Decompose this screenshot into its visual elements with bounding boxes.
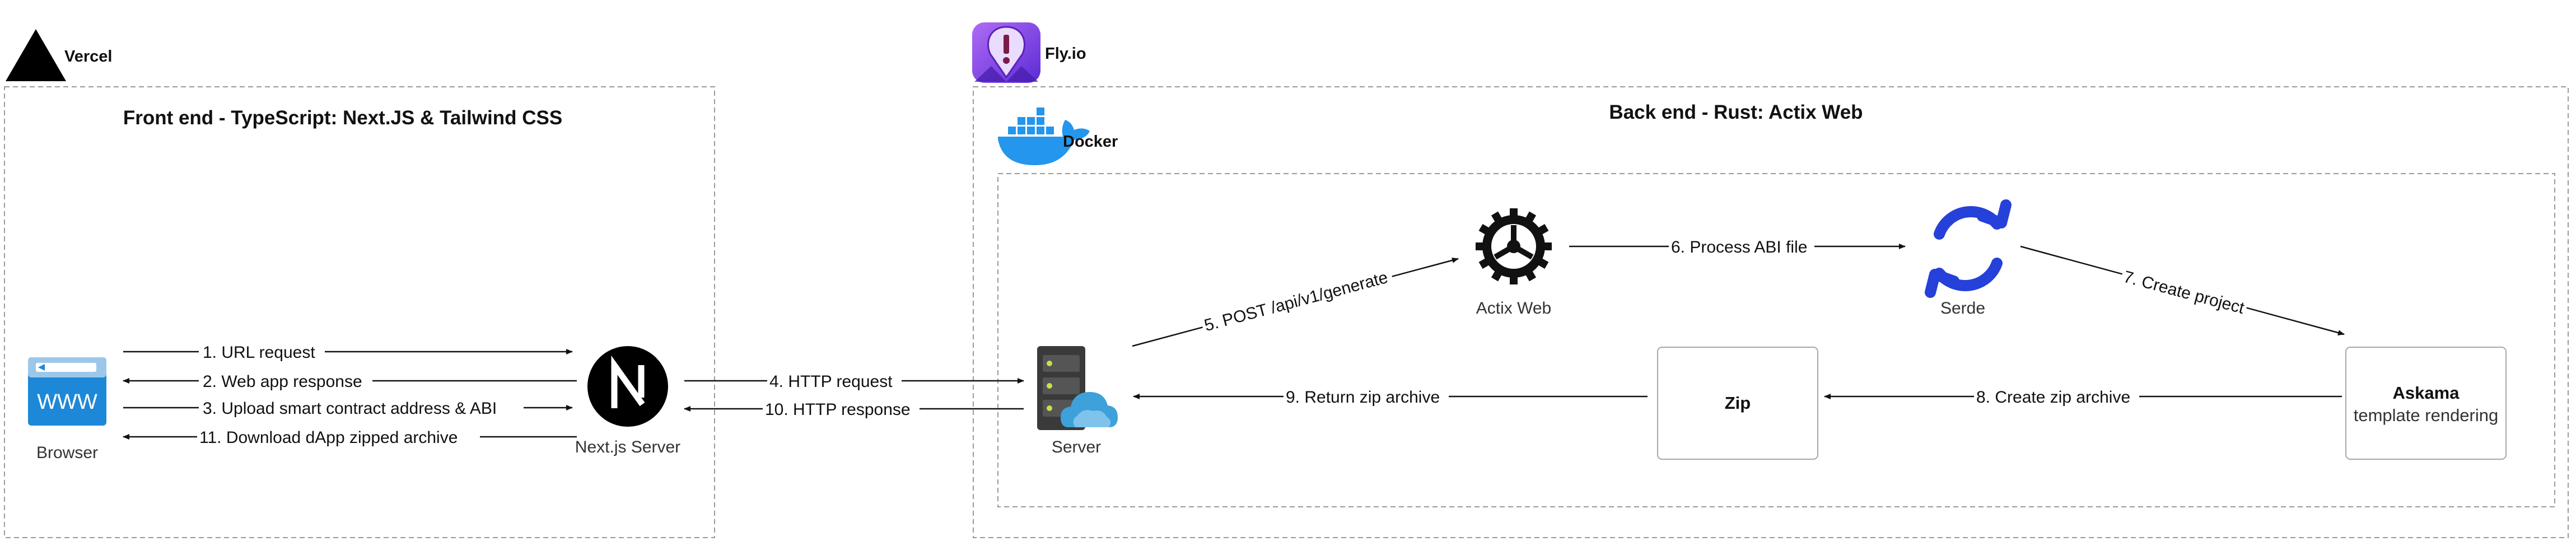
docker-logo-icon [998,108,1090,165]
zip-label: Zip [1725,393,1751,413]
flyio-backend-boundary [973,86,2569,538]
backend-title: Back end - Rust: Actix Web [1609,101,1863,123]
docker-host-label: Docker [1063,133,1118,151]
edge-9-return-zip: 9. Return zip archive [1133,386,1648,407]
edge-2-web-app-response: 2. Web app response [123,371,577,391]
edge-1-url-request: 1. URL request [123,342,573,362]
browser-label: Browser [36,444,98,462]
browser-icon: WWW [28,357,106,426]
actix-gear-icon [1476,208,1552,284]
edge-1-label: 1. URL request [203,343,315,362]
edge-3-upload: 3. Upload smart contract address & ABI [123,398,573,418]
edge-6-label: 6. Process ABI file [1671,238,1807,256]
askama-subtitle: template rendering [2354,405,2499,425]
server-node: Server [1037,346,1118,456]
edge-10-http-response: 10. HTTP response [684,399,1024,419]
server-cloud-icon [1037,346,1118,430]
frontend-title: Front end - TypeScript: Next.JS & Tailwi… [123,107,562,129]
edge-6-process-abi: 6. Process ABI file [1569,236,1906,256]
nextjs-server-label: Next.js Server [575,438,680,456]
vercel-frontend-boundary [4,86,715,538]
serde-sync-icon [1925,199,2012,298]
serde-label: Serde [1940,299,1985,318]
server-label: Server [1052,438,1101,456]
edge-4-http-request: 4. HTTP request [684,371,1024,391]
edge-9-label: 9. Return zip archive [1286,388,1440,407]
actix-web-node: Actix Web [1476,208,1552,318]
browser-icon-www: WWW [37,390,97,414]
edge-4-label: 4. HTTP request [769,372,893,391]
edge-5-label: 5. POST /api/v1/generate [1202,268,1390,335]
edge-8-label: 8. Create zip archive [1976,388,2130,407]
edge-7-create-project: 7. Create project [2020,245,2345,335]
docker-container-boundary [997,173,2555,507]
zip-node: Zip [1657,347,1818,460]
flyio-logo-icon [972,22,1040,83]
edge-5-post-generate: 5. POST /api/v1/generate [1132,258,1459,347]
askama-node: Askama template rendering [2345,347,2507,460]
edge-2-label: 2. Web app response [203,372,362,391]
browser-node: WWW Browser [28,357,106,462]
edge-3-label: 3. Upload smart contract address & ABI [203,399,497,418]
vercel-host-label: Vercel [64,48,112,66]
nextjs-logo-icon [587,346,668,427]
askama-title: Askama [2393,383,2460,403]
nextjs-server-node: Next.js Server [575,346,680,456]
vercel-logo-icon [6,29,66,81]
edge-10-label: 10. HTTP response [765,400,911,419]
actix-web-label: Actix Web [1476,299,1552,318]
edge-11-download: 11. Download dApp zipped archive [123,427,577,447]
edge-8-create-zip: 8. Create zip archive [1824,386,2342,407]
edge-7-label: 7. Create project [2121,268,2246,318]
edge-11-label: 11. Download dApp zipped archive [199,428,458,447]
serde-node: Serde [1925,199,2012,318]
flyio-host-label: Fly.io [1045,45,1086,63]
